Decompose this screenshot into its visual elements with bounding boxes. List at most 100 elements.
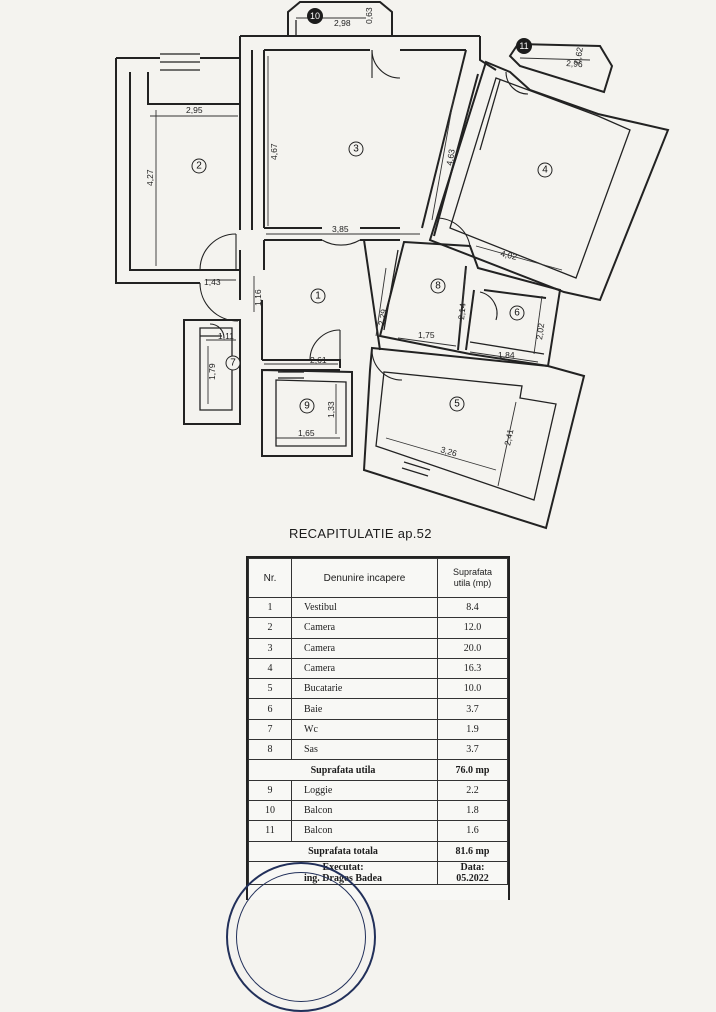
svg-text:6: 6 bbox=[514, 308, 520, 319]
dimension-lines bbox=[150, 17, 591, 487]
cell-area: 8.4 bbox=[437, 596, 508, 619]
recap-title: RECAPITULATIE ap.52 bbox=[289, 526, 432, 541]
cell-nr: 7 bbox=[248, 718, 292, 741]
cell-nr: 4 bbox=[248, 657, 292, 680]
room-marker-2: 2 bbox=[191, 158, 207, 174]
svg-text:7: 7 bbox=[230, 358, 236, 369]
room-marker-7: 7 bbox=[225, 355, 241, 371]
table-header-row: Nr. Denunire incapere Suprafata utila (m… bbox=[248, 558, 508, 598]
col-header-area-line2: utila (mp) bbox=[453, 578, 492, 588]
cell-name: Camera bbox=[291, 657, 438, 680]
useful-total-label: Suprafata utila bbox=[248, 759, 438, 781]
dim-label: 1,11 bbox=[218, 331, 234, 341]
col-header-nr: Nr. bbox=[248, 558, 292, 598]
executed-label: Executat: bbox=[322, 861, 364, 873]
dim-label: 0,62 bbox=[572, 46, 585, 64]
cell-name: Wc bbox=[291, 718, 438, 741]
room-marker-9: 9 bbox=[299, 398, 315, 414]
cell-nr: 9 bbox=[248, 779, 292, 801]
cell-name: Sas bbox=[291, 739, 438, 761]
room-marker-8: 8 bbox=[430, 278, 446, 294]
cell-area: 12.0 bbox=[437, 617, 508, 639]
cell-area: 1.8 bbox=[437, 799, 508, 822]
cell-name: Loggie bbox=[291, 779, 438, 801]
seal-stamp bbox=[226, 862, 376, 1012]
cell-nr: 3 bbox=[248, 637, 292, 659]
dim-label: 1,75 bbox=[418, 330, 435, 340]
room-marker-11: 11 bbox=[516, 38, 532, 54]
room-2-walls bbox=[115, 36, 253, 300]
cell-area: 1.9 bbox=[437, 718, 508, 741]
dim-label: 1,65 bbox=[298, 428, 315, 438]
dim-label: 2,14 bbox=[456, 302, 468, 320]
dim-label: 2,61 bbox=[310, 355, 327, 365]
dim-label: 4,63 bbox=[444, 148, 457, 166]
grand-total-row: Suprafata totala 81.6 mp bbox=[248, 840, 508, 862]
cell-name: Camera bbox=[291, 617, 438, 639]
room-marker-5: 5 bbox=[449, 396, 465, 412]
date-label: Data: bbox=[460, 861, 485, 873]
room-marker-6: 6 bbox=[509, 305, 525, 321]
svg-text:3: 3 bbox=[353, 144, 359, 155]
room-3-walls bbox=[240, 35, 497, 241]
cell-area: 2.2 bbox=[437, 779, 508, 801]
dim-label: 1,79 bbox=[207, 363, 217, 380]
room-markers: 1 2 3 4 5 6 7 8 9 10 11 bbox=[191, 8, 553, 414]
cell-name: Baie bbox=[291, 698, 438, 720]
cell-name: Balcon bbox=[291, 820, 438, 842]
col-header-area-line1: Suprafata bbox=[452, 567, 493, 577]
dim-label: 2,41 bbox=[502, 428, 515, 447]
cell-nr: 1 bbox=[248, 596, 292, 619]
dim-label: 2,96 bbox=[566, 58, 583, 69]
dim-label: 2,29 bbox=[376, 308, 389, 326]
dim-label: 1,16 bbox=[253, 289, 263, 306]
useful-total-area: 76.0 mp bbox=[437, 759, 508, 781]
dim-label: 2,98 bbox=[334, 18, 351, 28]
cell-area: 16.3 bbox=[437, 657, 508, 680]
cell-nr: 5 bbox=[248, 678, 292, 700]
dim-label: 4,67 bbox=[269, 143, 279, 160]
svg-text:9: 9 bbox=[304, 401, 310, 412]
floor-plan: 2,95 4,27 4,67 3,85 4,63 4,02 1,43 1,16 … bbox=[115, 1, 670, 530]
dim-label: 0,63 bbox=[364, 7, 374, 24]
recap-table: Nr. Denunire incapere Suprafata utila (m… bbox=[248, 558, 508, 885]
balcony-10 bbox=[287, 1, 393, 37]
dim-label: 1,84 bbox=[498, 350, 515, 360]
cell-area: 10.0 bbox=[437, 678, 508, 700]
room-1-walls bbox=[200, 239, 381, 371]
cell-area: 3.7 bbox=[437, 739, 508, 761]
room-marker-4: 4 bbox=[537, 162, 553, 178]
svg-text:4: 4 bbox=[542, 165, 548, 176]
dim-label: 4,27 bbox=[145, 169, 155, 186]
seal-stamp-inner-ring bbox=[236, 872, 366, 1002]
recap-table-box: Nr. Denunire incapere Suprafata utila (m… bbox=[246, 556, 510, 900]
svg-text:5: 5 bbox=[454, 399, 460, 410]
svg-text:1: 1 bbox=[315, 291, 321, 302]
svg-text:11: 11 bbox=[519, 41, 528, 51]
cell-area: 20.0 bbox=[437, 637, 508, 659]
grand-total-area: 81.6 mp bbox=[437, 840, 508, 862]
cell-nr: 2 bbox=[248, 617, 292, 639]
cell-name: Camera bbox=[291, 637, 438, 659]
cell-area: 3.7 bbox=[437, 698, 508, 720]
cell-name: Bucatarie bbox=[291, 678, 438, 700]
room-8-6-walls bbox=[378, 240, 562, 368]
cell-nr: 10 bbox=[248, 799, 292, 822]
svg-text:10: 10 bbox=[310, 11, 320, 21]
svg-text:2: 2 bbox=[196, 161, 202, 172]
date-value: 05.2022 bbox=[456, 872, 489, 884]
room-9-walls bbox=[261, 368, 353, 457]
date-cell: Data: 05.2022 bbox=[437, 860, 508, 885]
room-marker-1: 1 bbox=[310, 288, 326, 304]
col-header-area: Suprafata utila (mp) bbox=[437, 558, 508, 598]
